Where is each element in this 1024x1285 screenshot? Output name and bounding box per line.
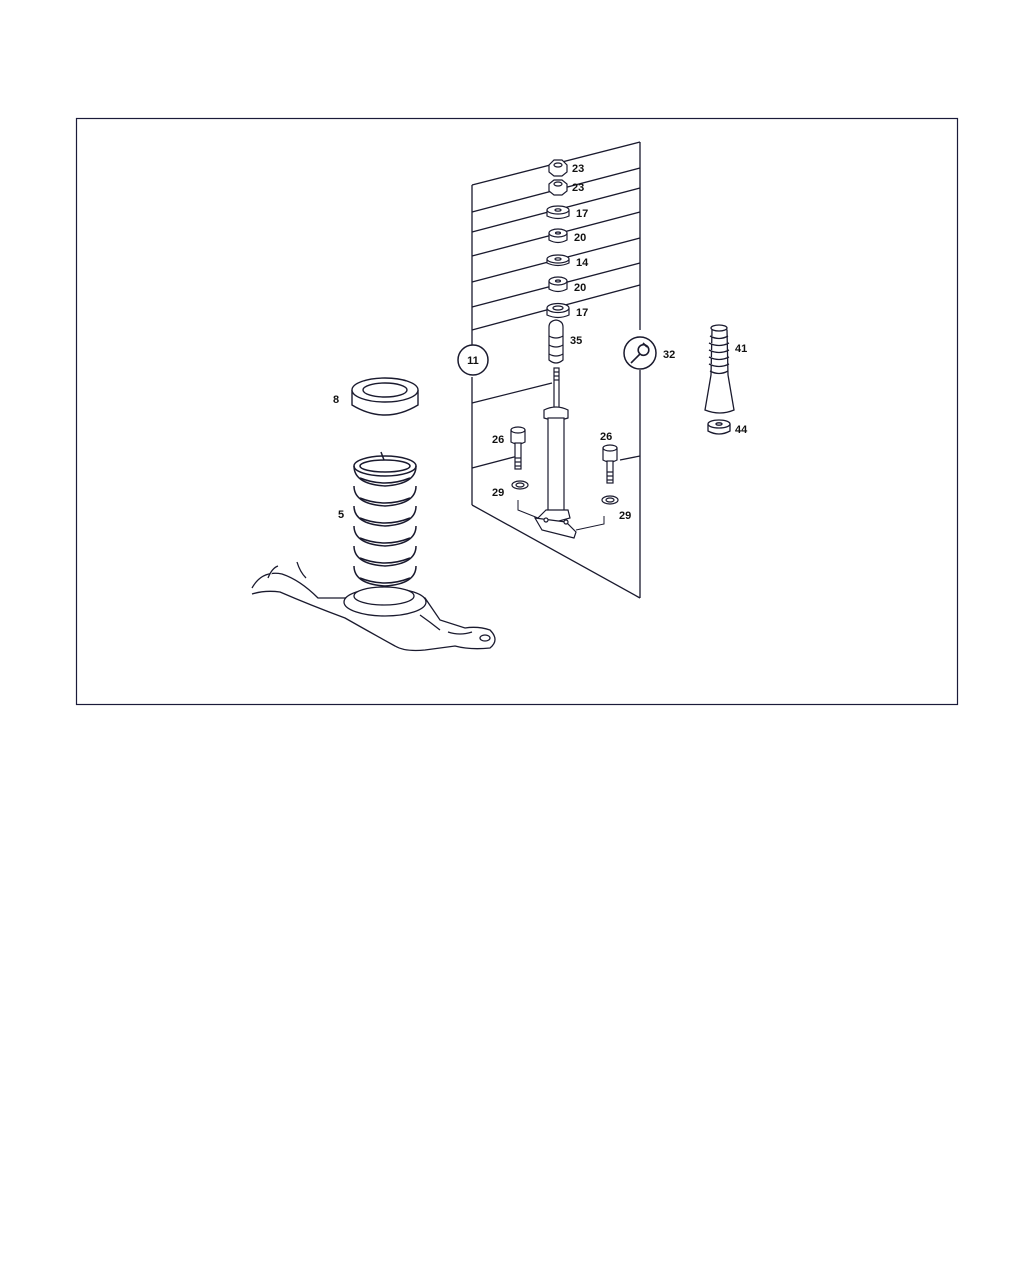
callout-23-second: 23 [572, 182, 584, 194]
leader-29-right [575, 516, 605, 531]
control-arm[interactable] [251, 561, 496, 652]
diagram-border [75, 117, 959, 706]
callout-17-upper: 17 [576, 208, 588, 220]
group-marker-11[interactable]: 11 [457, 344, 489, 376]
callout-20-lower: 20 [574, 282, 586, 294]
washer[interactable] [546, 254, 570, 267]
callout-35: 35 [570, 335, 582, 347]
wrench-icon [630, 342, 650, 364]
bolt-right[interactable] [602, 444, 618, 484]
callout-41: 41 [735, 343, 747, 355]
spring-pad[interactable] [351, 377, 419, 416]
callout-44: 44 [735, 424, 748, 436]
repair-group-label: 32 [663, 349, 675, 361]
rubber-mount-upper[interactable] [546, 205, 570, 220]
callout-29-right: 29 [619, 510, 631, 522]
callout-29-left: 29 [492, 487, 504, 499]
dust-boot[interactable] [704, 324, 735, 414]
callout-23-top: 23 [572, 163, 584, 175]
lock-washer-right[interactable] [601, 495, 619, 505]
callout-26-left: 26 [492, 434, 504, 446]
callout-14: 14 [576, 257, 589, 269]
group-marker-label: 11 [467, 355, 479, 367]
spacer-lower[interactable] [548, 276, 568, 293]
callout-8: 8 [333, 394, 339, 406]
shock-absorber[interactable] [533, 367, 577, 539]
rubber-mount-lower[interactable] [546, 302, 570, 319]
callout-26-right: 26 [600, 431, 612, 443]
coil-spring[interactable] [353, 451, 417, 587]
spacer-upper[interactable] [548, 228, 568, 244]
callout-17-lower: 17 [576, 307, 588, 319]
nut-second[interactable] [548, 179, 568, 196]
leader-29-left [517, 500, 539, 519]
lock-washer-left[interactable] [511, 480, 529, 490]
nut-top[interactable] [548, 159, 568, 177]
callout-20-upper: 20 [574, 232, 586, 244]
bump-stop[interactable] [548, 319, 564, 364]
bolt-left[interactable] [510, 426, 526, 470]
repair-group-marker-32[interactable]: 32 [623, 336, 675, 370]
boot-cap[interactable] [707, 419, 731, 435]
callout-5: 5 [338, 509, 344, 521]
